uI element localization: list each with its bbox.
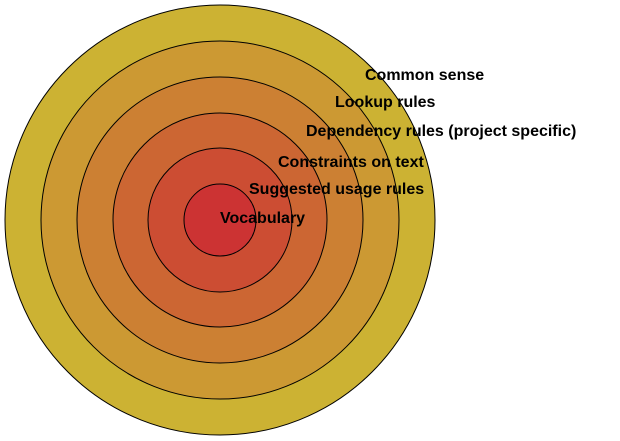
ring-vocabulary <box>183 183 257 257</box>
label-vocabulary: Vocabulary <box>220 210 306 227</box>
label-dependency-rules: Dependency rules (project specific) <box>306 123 577 140</box>
label-constraints-on-text: Constraints on text <box>278 154 424 171</box>
label-lookup-rules: Lookup rules <box>335 94 436 111</box>
label-suggested-usage-rules: Suggested usage rules <box>249 181 425 198</box>
label-common-sense: Common sense <box>365 67 485 84</box>
